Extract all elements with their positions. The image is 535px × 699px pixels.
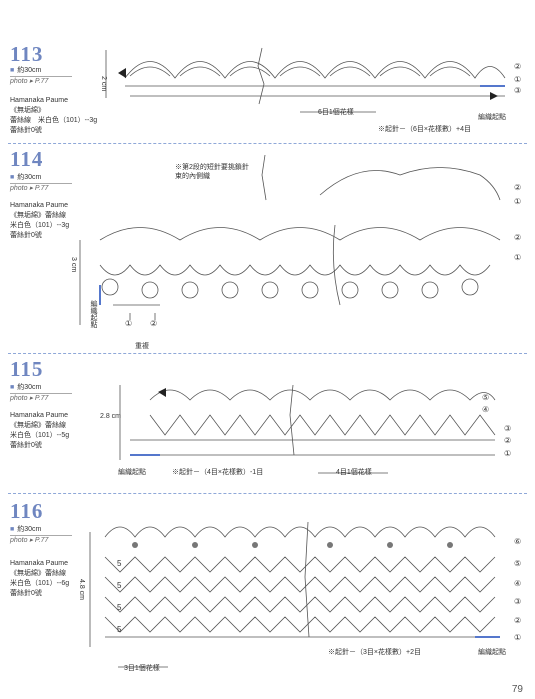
materials-line: 米白色（101）--6g <box>10 580 70 587</box>
pattern-116: 116 ■約30cm photo ▸ P.77 Hamanaka Paume 《… <box>0 497 535 699</box>
row-label: ⑤ <box>482 393 490 402</box>
height-label: 3 cm <box>70 257 77 273</box>
row-label: ② <box>504 436 512 445</box>
row-label: ⑤ <box>514 559 522 568</box>
pattern-meta: ■約30cm photo ▸ P.77 <box>10 525 72 546</box>
length-label: 約30cm <box>17 526 42 533</box>
materials-line: 蕾絲線 米白色（101）--3g <box>10 117 98 124</box>
pattern-114: 114 ■約30cm photo ▸ P.77 Hamanaka Paume 《… <box>0 145 535 355</box>
pattern-115: 115 ■約30cm photo ▸ P.77 Hamanaka Paume 《… <box>0 355 535 495</box>
row-label: ③ <box>514 597 522 606</box>
materials-line: 米白色（101）--3g <box>10 222 70 229</box>
repeat-label: 6目1個花樣 <box>318 109 354 116</box>
materials-line: 《無垢綿》蕾絲線 <box>10 212 66 219</box>
materials-line: 蕾絲針0號 <box>10 442 42 449</box>
pattern-title: 114 <box>10 147 44 171</box>
length-label: 約30cm <box>17 174 42 181</box>
formula: ※起針－（3目×花樣數）+2目 <box>328 649 421 656</box>
row-label: ① <box>514 633 522 642</box>
row-label: ① <box>514 253 522 262</box>
start-label: 編織起點 <box>478 114 506 121</box>
inner-mark: 5 <box>117 581 122 590</box>
row-label: ④ <box>482 405 490 414</box>
materials-line: 蕾絲針0號 <box>10 232 42 239</box>
inner-mark: 5 <box>117 625 122 634</box>
pattern-meta: ■約30cm photo ▸ P.77 <box>10 383 72 404</box>
materials-line: 蕾絲針0號 <box>10 127 42 134</box>
repeat-label: 3目1個花樣 <box>124 665 160 672</box>
crochet-chart-116 <box>89 521 500 668</box>
row-label: ③ <box>514 86 522 95</box>
bottom-label: ① <box>125 319 133 328</box>
crochet-chart-113 <box>105 47 506 113</box>
materials-line: 《無垢綿》蕾絲線 <box>10 570 66 577</box>
row-label: ② <box>514 62 522 71</box>
row-label: ① <box>514 75 522 84</box>
row-label: ④ <box>514 579 522 588</box>
materials: Hamanaka Paume 《無垢綿》蕾絲線 米白色（101）--6g 蕾絲針… <box>10 559 69 599</box>
photo-ref: photo ▸ P.77 <box>10 185 49 192</box>
row-label: ① <box>514 197 522 206</box>
bottom-label: ② <box>150 319 158 328</box>
length-label: 約30cm <box>17 67 42 74</box>
materials-line: Hamanaka Paume <box>10 412 68 419</box>
materials-line: 《無垢綿》蕾絲線 <box>10 422 66 429</box>
section-divider <box>8 353 527 354</box>
row-label: ② <box>514 233 522 242</box>
materials-line: Hamanaka Paume <box>10 560 68 567</box>
materials-line: Hamanaka Paume <box>10 202 68 209</box>
materials-line: 《無垢綿》 <box>10 107 45 114</box>
row-label: ② <box>514 183 522 192</box>
bottom-caption: 重複 <box>135 343 149 350</box>
materials-line: 米白色（101）--5g <box>10 432 70 439</box>
pattern-title: 116 <box>10 499 44 523</box>
inner-mark: 5 <box>117 559 122 568</box>
height-label: 2 cm <box>100 76 107 92</box>
length-label: 約30cm <box>17 384 42 391</box>
materials: Hamanaka Paume 《無垢綿》 蕾絲線 米白色（101）--3g 蕾絲… <box>10 96 97 136</box>
formula: ※起針－（4目×花樣數）-1目 <box>172 469 264 476</box>
row-label: ⑥ <box>514 537 522 546</box>
photo-ref: photo ▸ P.77 <box>10 78 49 85</box>
inner-mark: 5 <box>117 603 122 612</box>
photo-ref: photo ▸ P.77 <box>10 395 49 402</box>
start-label: 編織起點 <box>90 300 97 328</box>
crochet-chart-114 <box>79 154 501 325</box>
pattern-title: 115 <box>10 357 44 381</box>
pattern-meta: ■約30cm photo ▸ P.77 <box>10 173 72 194</box>
height-label: 2.8 cm <box>100 413 122 420</box>
materials-line: 蕾絲針0號 <box>10 590 42 597</box>
start-label: 編織起點 <box>478 649 506 656</box>
formula: ※起針－（6目×花樣數）+4目 <box>378 126 471 133</box>
pattern-meta: ■約30cm photo ▸ P.77 <box>10 66 72 87</box>
section-divider <box>8 143 527 144</box>
section-divider <box>8 493 527 494</box>
row-label: ② <box>514 616 522 625</box>
materials: Hamanaka Paume 《無垢綿》蕾絲線 米白色（101）--3g 蕾絲針… <box>10 201 69 241</box>
row-label: ① <box>504 449 512 458</box>
crochet-chart-115 <box>119 384 496 474</box>
materials: Hamanaka Paume 《無垢綿》蕾絲線 米白色（101）--5g 蕾絲針… <box>10 411 69 451</box>
note: ※第2段的短針要挑鎖針束的內側織 <box>175 164 249 180</box>
row-label: ③ <box>504 424 512 433</box>
start-label: 編織起點 <box>118 469 146 476</box>
page-number: 79 <box>511 684 523 695</box>
pattern-113: 113 ■約30cm photo ▸ P.77 Hamanaka Paume 《… <box>0 0 535 145</box>
repeat-label: 4目1個花樣 <box>336 469 372 476</box>
pattern-title: 113 <box>10 42 44 66</box>
materials-line: Hamanaka Paume <box>10 97 68 104</box>
photo-ref: photo ▸ P.77 <box>10 537 49 544</box>
height-label: 4.8 cm <box>78 579 85 601</box>
